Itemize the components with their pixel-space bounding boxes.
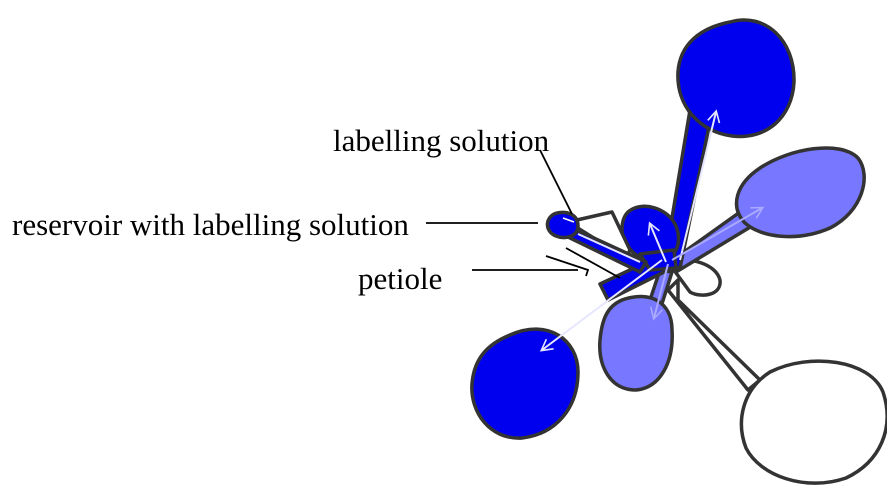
labelling-solution-label: labelling solution <box>333 125 549 156</box>
dark-leaf-top <box>678 20 794 136</box>
light-leaf-upper-right <box>737 148 865 237</box>
dark-leaf-lower-left <box>472 329 578 438</box>
petiole-label: petiole <box>358 263 442 294</box>
petiole-bracket <box>546 256 588 276</box>
leader-labelling-solution <box>540 150 572 214</box>
reservoir-label: reservoir with labelling solution <box>12 209 409 240</box>
leader-lines <box>426 150 620 278</box>
unlabelled-leaf-blade <box>741 361 887 483</box>
unlabelled-petiole <box>668 280 760 390</box>
unlabelled-leaf <box>668 260 887 483</box>
reservoir-with-solution <box>547 213 578 238</box>
light-leaf-lower <box>600 297 672 390</box>
